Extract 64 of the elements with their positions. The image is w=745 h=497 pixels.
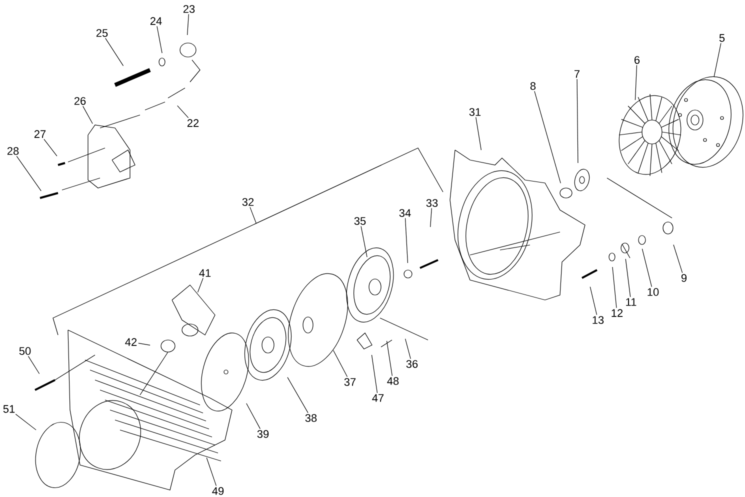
- leader-line: [642, 248, 652, 288]
- leader-line: [476, 116, 482, 150]
- callout-number: 27: [34, 130, 46, 138]
- leader-line: [177, 105, 189, 118]
- leader-line: [634, 64, 638, 100]
- callout-number: 31: [469, 108, 481, 116]
- leader-line: [15, 414, 36, 430]
- leader-line: [44, 138, 58, 156]
- callout-number: 51: [3, 405, 15, 413]
- leader-line: [246, 403, 260, 430]
- callout-number: 23: [183, 5, 195, 13]
- callout-number: 24: [150, 17, 162, 25]
- leader-line: [287, 377, 308, 414]
- leader-line: [430, 208, 432, 228]
- callout-number: 50: [19, 347, 31, 355]
- callout-number: 38: [305, 414, 317, 422]
- leader-line: [16, 156, 42, 192]
- callout-number: 10: [648, 288, 659, 296]
- leader-line: [105, 38, 124, 66]
- leader-line: [386, 340, 392, 376]
- callout-number: 5: [719, 34, 725, 42]
- leader-line: [534, 90, 561, 184]
- callout-number: 26: [74, 97, 86, 105]
- callout-number: 39: [257, 430, 269, 438]
- callout-number: 11: [626, 298, 636, 306]
- callout-number: 28: [7, 147, 19, 155]
- callout-number: 34: [399, 209, 411, 217]
- callout-number: 22: [187, 119, 199, 127]
- callout-number: 32: [242, 198, 254, 206]
- callout-number: 36: [406, 360, 418, 368]
- callout-number: 8: [530, 82, 536, 90]
- callout-number: 9: [681, 274, 687, 282]
- callout-number: 25: [96, 29, 108, 37]
- callout-number: 35: [354, 217, 366, 225]
- callout-number: 42: [125, 338, 137, 346]
- leader-line: [333, 350, 348, 378]
- leader-line: [371, 354, 378, 394]
- callout-number: 37: [344, 378, 356, 386]
- leader-line: [187, 14, 189, 36]
- callout-number: 13: [592, 316, 604, 324]
- leader-line: [82, 106, 93, 124]
- leader-line: [404, 218, 408, 264]
- leader-line: [138, 342, 150, 346]
- callout-number: 12: [612, 309, 623, 317]
- callout-number: 6: [634, 56, 640, 64]
- leader-line: [250, 206, 256, 224]
- leader-line: [156, 26, 162, 54]
- leader-line: [360, 226, 368, 258]
- callout-number: 41: [199, 269, 211, 277]
- leader-line: [625, 258, 631, 298]
- callout-number: 49: [212, 487, 224, 495]
- leader-line: [576, 78, 578, 164]
- leader-line: [206, 457, 217, 486]
- leader-line: [590, 286, 598, 316]
- callout-number: 47: [372, 394, 384, 402]
- callout-number: 48: [387, 377, 399, 385]
- leader-line: [197, 278, 204, 293]
- callout-number: 33: [426, 199, 438, 207]
- leader-line: [673, 244, 683, 274]
- leader-line: [612, 266, 617, 308]
- leader-line: [405, 338, 411, 360]
- callout-number: 7: [574, 70, 580, 78]
- leader-line: [714, 42, 722, 78]
- leader-line: [28, 356, 40, 374]
